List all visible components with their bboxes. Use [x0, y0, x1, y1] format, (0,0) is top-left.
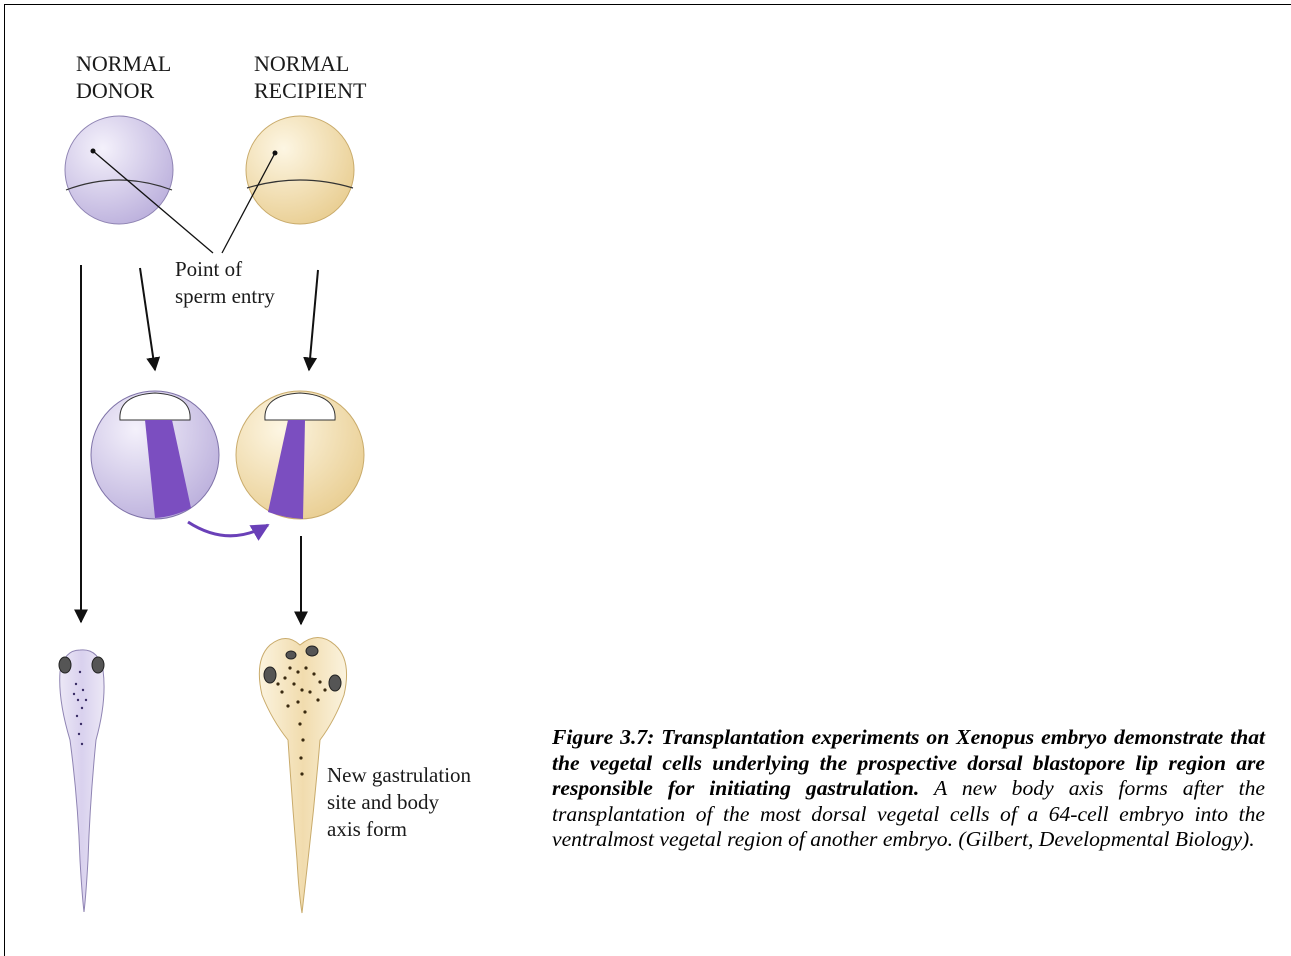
normal-donor-label: NORMAL DONOR	[76, 50, 171, 104]
sperm-entry-label: Point of sperm entry	[175, 256, 275, 310]
donor-egg	[65, 116, 173, 224]
donor-arrow-short	[140, 268, 155, 370]
donor-64-cell	[91, 391, 219, 519]
normal-recipient-label: NORMAL RECIPIENT	[254, 50, 366, 104]
recipient-64-cell	[236, 391, 364, 519]
recipient-arrow-short	[309, 270, 318, 370]
figure-caption: Figure 3.7: Transplantation experiments …	[552, 725, 1265, 853]
donor-tadpole	[59, 650, 104, 912]
transplant-arrow	[188, 522, 268, 536]
new-site-label: New gastrulation site and body axis form	[327, 762, 471, 843]
recipient-egg	[246, 116, 354, 224]
